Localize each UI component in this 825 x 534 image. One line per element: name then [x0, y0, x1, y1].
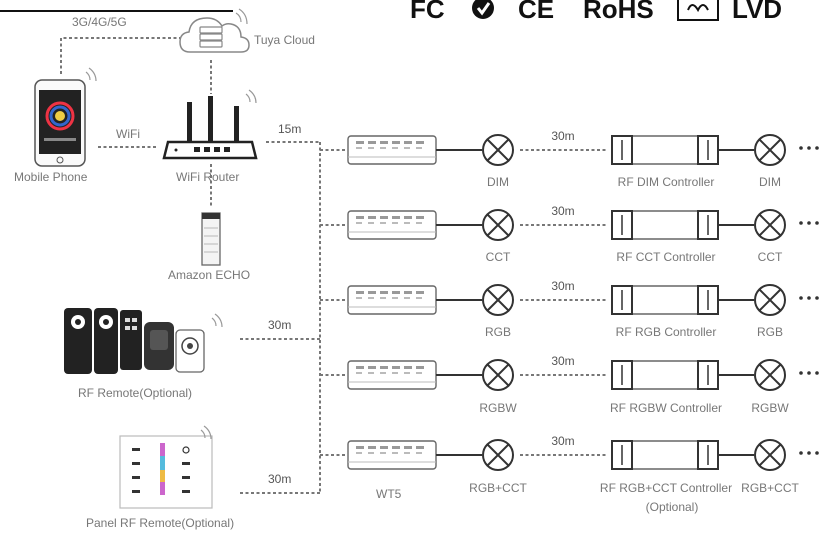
- gs-icon: [677, 0, 719, 21]
- cloud-label: Tuya Cloud: [254, 33, 315, 47]
- lamp-label: RGB+CCT: [469, 481, 527, 495]
- ellipsis-icon: [799, 451, 819, 455]
- rf-distance-label: 30m: [551, 434, 574, 448]
- panel-remote-label: Panel RF Remote(Optional): [86, 516, 234, 530]
- module-label: WT5: [376, 487, 402, 501]
- rohs-mark: RoHS: [583, 0, 654, 24]
- certification-marks: FC CE RoHS LVD: [410, 0, 782, 24]
- controller-row: DIM 30m RF DIM Controller DIM: [320, 129, 819, 189]
- lamp-icon: [482, 284, 514, 316]
- tuv-icon: [472, 0, 494, 19]
- lamp-label: RGB: [757, 325, 783, 339]
- router-icon: [162, 96, 258, 160]
- module-icon: [347, 285, 437, 315]
- rf-distance-label: 30m: [551, 279, 574, 293]
- lvd-mark: LVD: [732, 0, 782, 24]
- panel-remote-distance-label: 30m: [268, 472, 291, 486]
- cloud-icon: [179, 17, 250, 53]
- wifi-signal-icon: [235, 8, 248, 25]
- lamp-icon: [482, 359, 514, 391]
- controller-rows: DIM 30m RF DIM Controller DIM CCT 30m RF CCT C…: [320, 129, 819, 514]
- controller-row: RGB 30m RF RGB Controller RGB: [320, 279, 819, 339]
- controller-row: RGB+CCT 30m RF RGB+CCT Controller (Optional…: [320, 434, 819, 514]
- lamp-label: RGBW: [751, 401, 789, 415]
- controller-icon: [611, 440, 719, 470]
- fcc-mark: FC: [410, 0, 445, 24]
- lamp-label: RGB+CCT: [741, 481, 799, 495]
- lamp-icon: [754, 134, 786, 166]
- controller-label: RF RGB Controller: [616, 325, 717, 339]
- cloud-link-line: [60, 37, 180, 74]
- lamp-label: DIM: [759, 175, 781, 189]
- wifi-link-label: WiFi: [116, 127, 140, 141]
- module-icon: [347, 360, 437, 390]
- rf-remote-icon: [64, 308, 205, 374]
- wifi-signal-icon: [85, 67, 97, 82]
- module-icon: [347, 440, 437, 470]
- rf-distance-label: 30m: [551, 354, 574, 368]
- lamp-icon: [754, 439, 786, 471]
- echo-label: Amazon ECHO: [168, 268, 250, 282]
- lamp-label: CCT: [758, 250, 783, 264]
- ellipsis-icon: [799, 146, 819, 150]
- phone-label: Mobile Phone: [14, 170, 88, 184]
- cloud-link-label: 3G/4G/5G: [72, 15, 127, 29]
- rf-remote-distance-label: 30m: [268, 318, 291, 332]
- wifi-signal-icon: [211, 313, 223, 328]
- controller-row: RGBW 30m RF RGBW Controller RGBW: [320, 354, 819, 415]
- panel-remote-icon: [119, 435, 213, 509]
- lamp-label: CCT: [486, 250, 511, 264]
- module-icon: [347, 210, 437, 240]
- lamp-icon: [482, 209, 514, 241]
- ce-mark: CE: [518, 0, 554, 24]
- lamp-label: RGB: [485, 325, 511, 339]
- lamp-icon: [482, 439, 514, 471]
- ellipsis-icon: [799, 371, 819, 375]
- controller-label: RF DIM Controller: [618, 175, 715, 189]
- lamp-label: DIM: [487, 175, 509, 189]
- ellipsis-icon: [799, 221, 819, 225]
- router-label: WiFi Router: [176, 170, 239, 184]
- rf-distance-label: 30m: [551, 204, 574, 218]
- lamp-icon: [482, 134, 514, 166]
- module-icon: [347, 135, 437, 165]
- ellipsis-icon: [799, 296, 819, 300]
- controller-note-label: (Optional): [646, 500, 699, 514]
- lamp-icon: [754, 359, 786, 391]
- echo-icon: [201, 212, 221, 266]
- controller-icon: [611, 285, 719, 315]
- wifi-signal-icon: [245, 89, 257, 104]
- wifi-signal-icon: [200, 425, 212, 440]
- controller-label: RF CCT Controller: [616, 250, 715, 264]
- controller-icon: [611, 360, 719, 390]
- controller-row: CCT 30m RF CCT Controller CCT: [320, 204, 819, 264]
- rf-remote-label: RF Remote(Optional): [78, 386, 192, 400]
- lamp-label: RGBW: [479, 401, 517, 415]
- lamp-icon: [754, 209, 786, 241]
- controller-icon: [611, 210, 719, 240]
- phone-icon: [34, 79, 86, 167]
- router-distance-label: 15m: [278, 122, 301, 136]
- controller-icon: [611, 135, 719, 165]
- rf-distance-label: 30m: [551, 129, 574, 143]
- controller-label: RF RGB+CCT Controller: [600, 481, 732, 495]
- lamp-icon: [754, 284, 786, 316]
- controller-label: RF RGBW Controller: [610, 401, 722, 415]
